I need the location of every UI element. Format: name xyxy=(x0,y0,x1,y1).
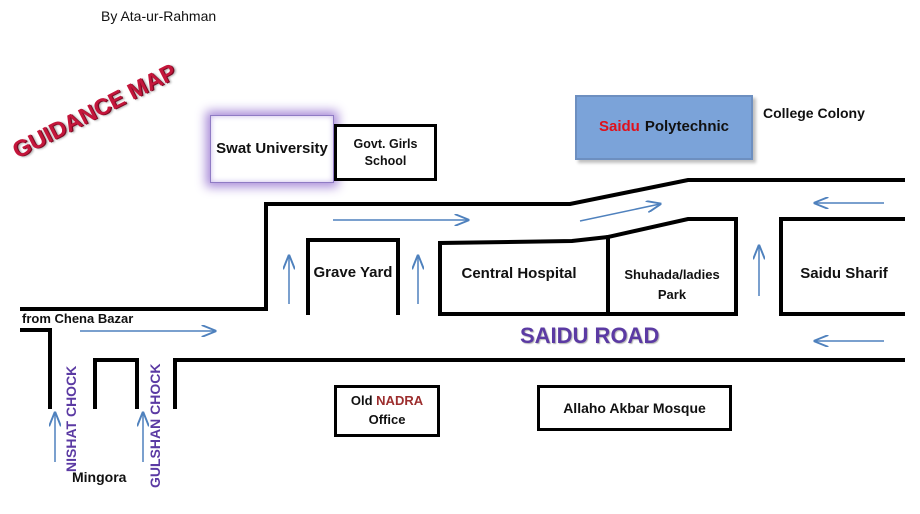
author-credit: By Ata-ur-Rahman xyxy=(101,8,217,24)
nadra-name: NADRA xyxy=(376,393,424,409)
saidu-road-label: SAIDU ROAD xyxy=(520,323,660,348)
swat-university: Swat University xyxy=(210,115,334,183)
central-hospital-label: Central Hospital xyxy=(461,265,577,282)
central-hospital-block xyxy=(438,234,610,316)
polytechnic-word: Polytechnic xyxy=(644,118,730,136)
saidu-polytechnic: Saidu Polytechnic xyxy=(575,95,753,160)
road-edge-upper xyxy=(20,178,905,311)
nishat-street xyxy=(93,358,139,409)
grave-yard-label: Grave Yard xyxy=(313,264,393,281)
polytechnic-saidu-word: Saidu xyxy=(598,118,640,136)
arrow-east-slope xyxy=(579,204,660,222)
college-colony: College Colony xyxy=(763,105,865,121)
old-nadra-office: Old NADRA Office xyxy=(334,385,440,437)
mingora-label: Mingora xyxy=(72,469,127,485)
road-edge-entry xyxy=(20,328,52,409)
shuhada-park-block xyxy=(605,217,738,316)
nishat-chock-label: NISHAT CHOCK xyxy=(63,365,79,472)
gulshan-chock-label: GULSHAN CHOCK xyxy=(147,363,163,488)
nadra-prefix: Old xyxy=(350,393,373,409)
grave-yard-block xyxy=(306,238,400,315)
saidu-sharif-block xyxy=(779,217,905,316)
govt-girls-school: Govt. Girls School xyxy=(334,124,437,181)
saidu-sharif-label: Saidu Sharif xyxy=(800,265,888,282)
from-chena-bazar: from Chena Bazar xyxy=(22,311,134,326)
shuhada-park-label: Shuhada/ladies Park xyxy=(624,267,720,302)
road-edge-lower xyxy=(173,358,905,409)
allaho-akbar-mosque: Allaho Akbar Mosque xyxy=(537,385,732,431)
nadra-suffix: Office xyxy=(368,412,406,427)
